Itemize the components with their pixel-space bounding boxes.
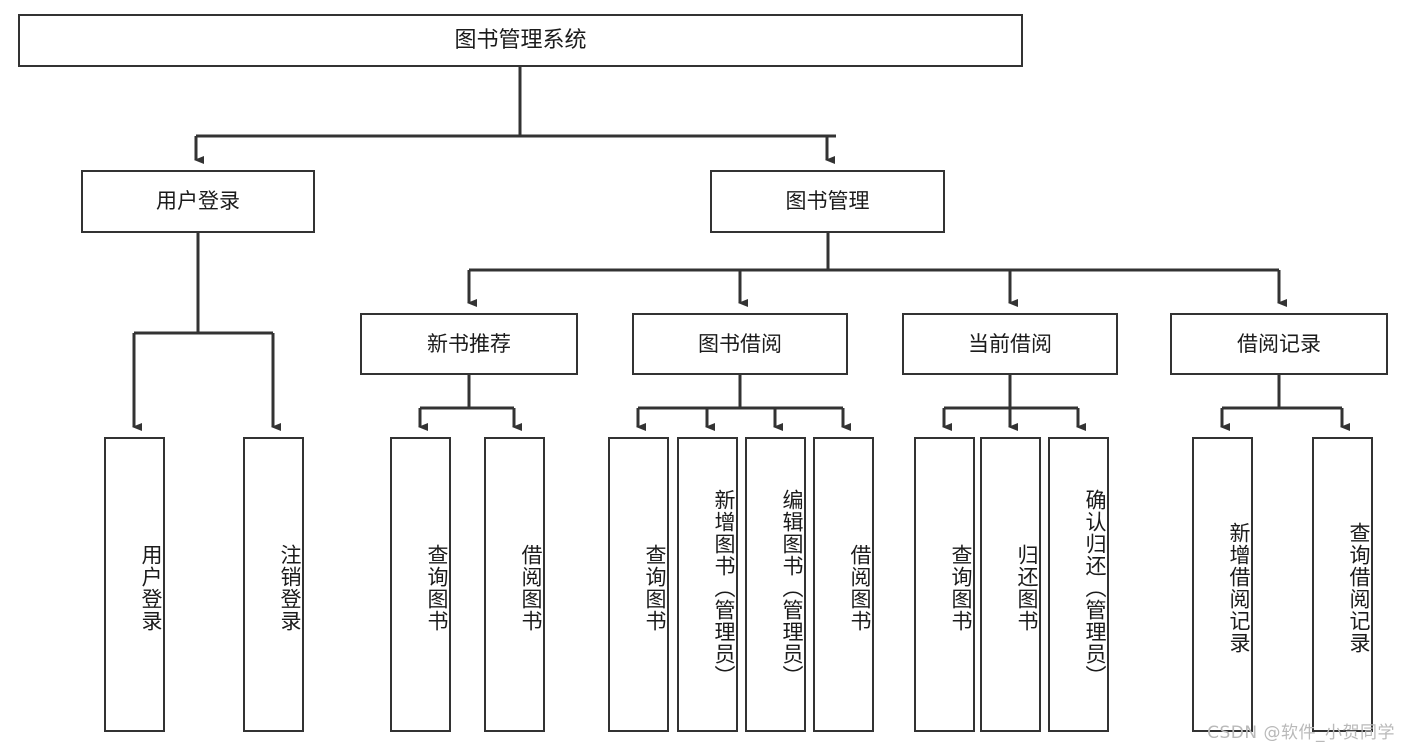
node-borrow-record[interactable]: 借阅记录 [1170,313,1388,375]
node-label: 查询借阅记录 [1347,521,1371,654]
node-leaf-logout[interactable]: 注销登录 [243,437,304,732]
node-label: 用户登录 [156,189,240,214]
node-label: 查询图书 [949,543,973,632]
node-label: 新增借阅记录 [1227,521,1251,654]
node-label: 借阅图书 [519,543,543,632]
node-label: 确认归还（管理员） [1083,488,1107,687]
node-label: 借阅记录 [1237,331,1321,356]
node-label: 新增图书（管理员） [712,488,736,687]
node-current-borrow[interactable]: 当前借阅 [902,313,1118,375]
node-leaf-borrow-book-2[interactable]: 借阅图书 [813,437,874,732]
node-label: 图书借阅 [698,331,782,356]
node-label: 图书管理 [785,189,870,214]
node-label: 编辑图书（管理员） [780,488,804,687]
node-user-login[interactable]: 用户登录 [81,170,315,233]
node-book-borrow[interactable]: 图书借阅 [632,313,848,375]
node-leaf-confirm-return[interactable]: 确认归还（管理员） [1048,437,1109,732]
node-leaf-add-book[interactable]: 新增图书（管理员） [677,437,738,732]
node-label: 归还图书 [1015,543,1039,632]
node-label: 借阅图书 [848,543,872,632]
node-book-manage[interactable]: 图书管理 [710,170,945,233]
node-leaf-return-book[interactable]: 归还图书 [980,437,1041,732]
node-leaf-borrow-book-1[interactable]: 借阅图书 [484,437,545,732]
watermark: CSDN @软件_小贺同学 [1207,723,1395,743]
node-root[interactable]: 图书管理系统 [18,14,1023,67]
node-label: 查询图书 [643,543,667,632]
node-leaf-query-book-1[interactable]: 查询图书 [390,437,451,732]
node-new-book-recommend[interactable]: 新书推荐 [360,313,578,375]
node-leaf-user-login[interactable]: 用户登录 [104,437,165,732]
node-label: 查询图书 [425,543,449,632]
node-leaf-query-book-2[interactable]: 查询图书 [608,437,669,732]
node-label: 新书推荐 [427,331,511,356]
node-label: 当前借阅 [968,331,1052,356]
node-leaf-query-record[interactable]: 查询借阅记录 [1312,437,1373,732]
node-label: 图书管理系统 [454,27,587,53]
node-leaf-add-record[interactable]: 新增借阅记录 [1192,437,1253,732]
node-label: 用户登录 [139,543,163,632]
node-label: 注销登录 [278,543,302,632]
node-leaf-query-book-3[interactable]: 查询图书 [914,437,975,732]
node-leaf-edit-book[interactable]: 编辑图书（管理员） [745,437,806,732]
